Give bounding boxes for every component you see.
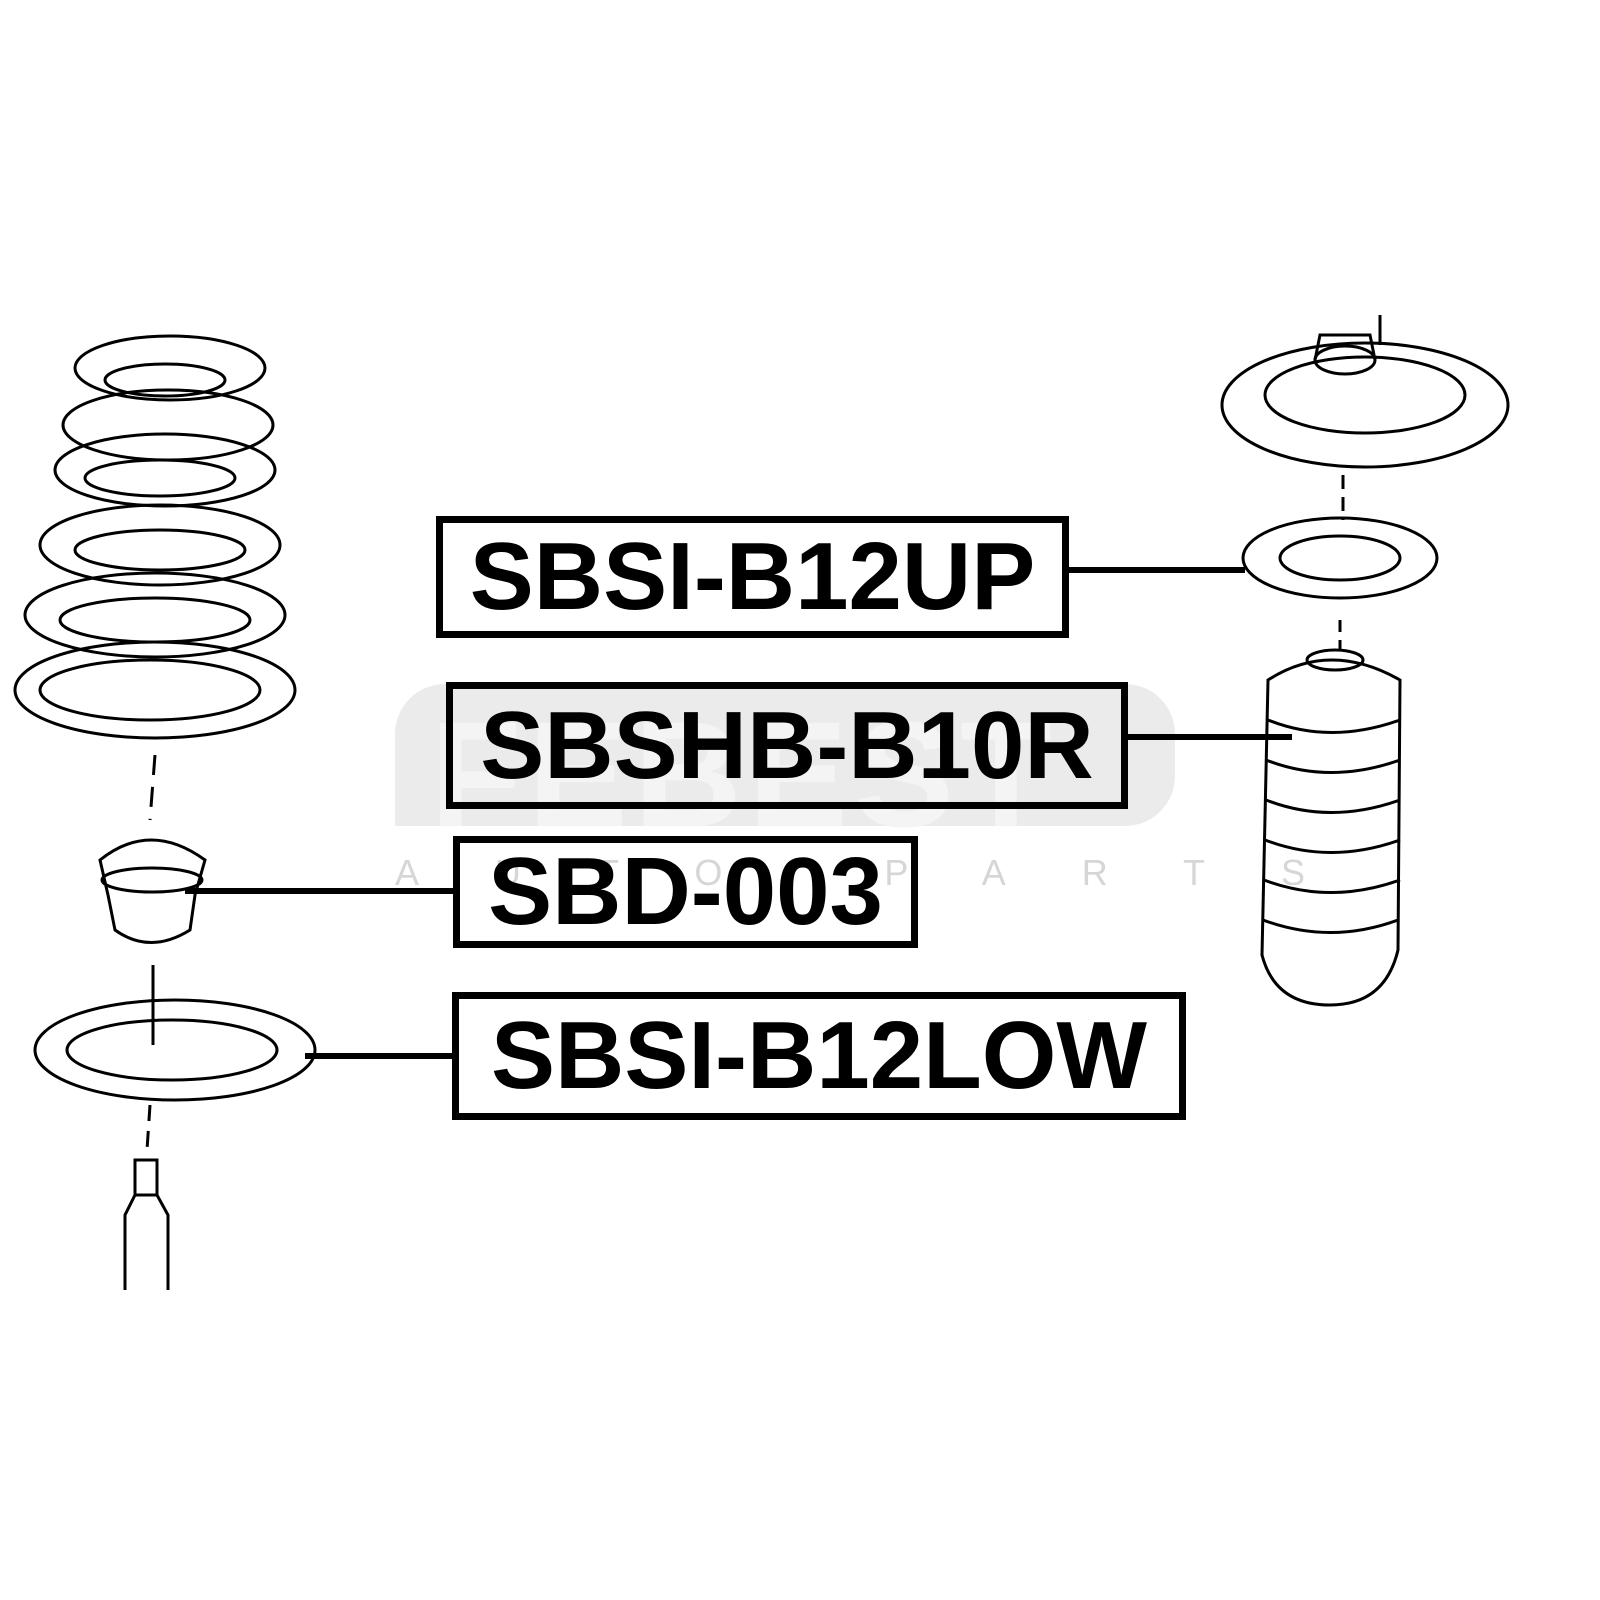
watermark-sub: AUTO PARTS [395,852,1382,893]
strut-mount-icon [1220,315,1510,469]
part-label-sbd-003[interactable]: SBD-003 [453,836,918,948]
upper-insulator-icon [1241,516,1439,600]
coil-spring [13,334,297,740]
axis-line [148,754,157,821]
lower-insulator-icon [33,998,317,1102]
part-label-sbsi-b12low[interactable]: SBSI-B12LOW [452,992,1186,1120]
part-label-sbshb-b10r[interactable]: SBSHB-B10R [446,682,1128,809]
shock-rod-icon [123,1158,170,1290]
bump-stop-icon [98,838,207,944]
watermark-brand: FEBEST [430,690,1058,858]
boot-icon [1260,648,1402,1007]
part-label-sbsi-b12up[interactable]: SBSI-B12UP [436,516,1069,638]
